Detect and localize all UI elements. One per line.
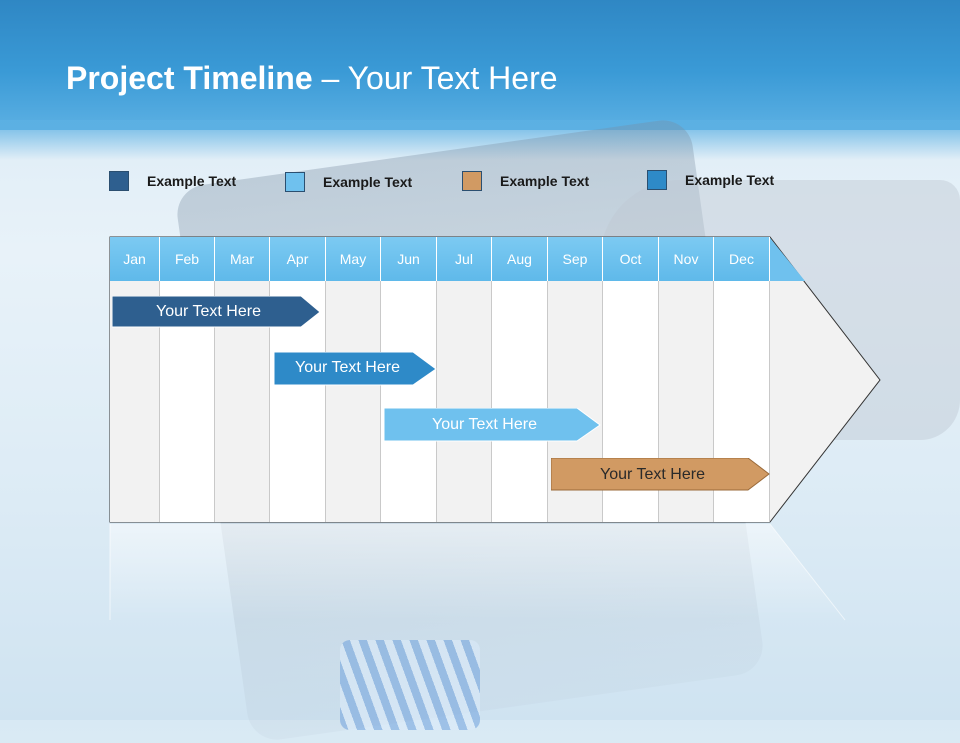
task-bar-3[interactable]: Your Text Here: [384, 408, 601, 442]
month-label: Dec: [714, 237, 770, 281]
legend-label: Example Text: [323, 174, 413, 190]
legend-label: Example Text: [147, 173, 237, 189]
task-label: Your Text Here: [600, 465, 705, 483]
month-column: [381, 281, 437, 522]
task-bar-4[interactable]: Your Text Here: [551, 458, 770, 491]
task-label: Your Text Here: [295, 359, 400, 376]
legend-swatch: [109, 171, 129, 191]
background-shirt-cuff: [340, 640, 480, 730]
task-bar-1[interactable]: Your Text Here: [112, 296, 321, 328]
month-label: Jan: [110, 237, 160, 281]
month-label: Apr: [270, 237, 326, 281]
month-column: [492, 281, 548, 522]
month-label: Aug: [492, 237, 548, 281]
month-column: [326, 281, 381, 522]
month-header-row: Jan Feb Mar Apr May Jun Jul Aug Sep Oct …: [110, 237, 770, 281]
month-label: May: [326, 237, 381, 281]
month-label: Oct: [603, 237, 659, 281]
month-label: Nov: [659, 237, 714, 281]
month-label: Feb: [160, 237, 215, 281]
month-label: Mar: [215, 237, 270, 281]
legend-item-3: Example Text: [462, 171, 589, 191]
timeline-panel: Jan Feb Mar Apr May Jun Jul Aug Sep Oct …: [109, 236, 881, 621]
task-bar-2[interactable]: Your Text Here: [274, 352, 437, 386]
task-label: Your Text Here: [432, 416, 537, 433]
title-rest: – Your Text Here: [312, 60, 558, 96]
title-bold: Project Timeline: [66, 60, 313, 96]
legend-item-1: Example Text: [109, 171, 236, 191]
legend-item-4: Example Text: [647, 170, 774, 190]
task-label: Your Text Here: [156, 303, 261, 320]
legend-item-2: Example Text: [285, 172, 412, 192]
legend-label: Example Text: [500, 173, 590, 189]
month-column: [437, 281, 492, 522]
slide-title: Project Timeline – Your Text Here: [66, 60, 558, 97]
legend-swatch: [647, 170, 667, 190]
legend-swatch: [462, 171, 482, 191]
month-label: Sep: [548, 237, 603, 281]
legend-label: Example Text: [685, 172, 775, 188]
title-banner: [0, 0, 960, 130]
banner-fade: [0, 120, 960, 160]
legend-swatch: [285, 172, 305, 192]
month-label: Jul: [437, 237, 492, 281]
month-label: Jun: [381, 237, 437, 281]
